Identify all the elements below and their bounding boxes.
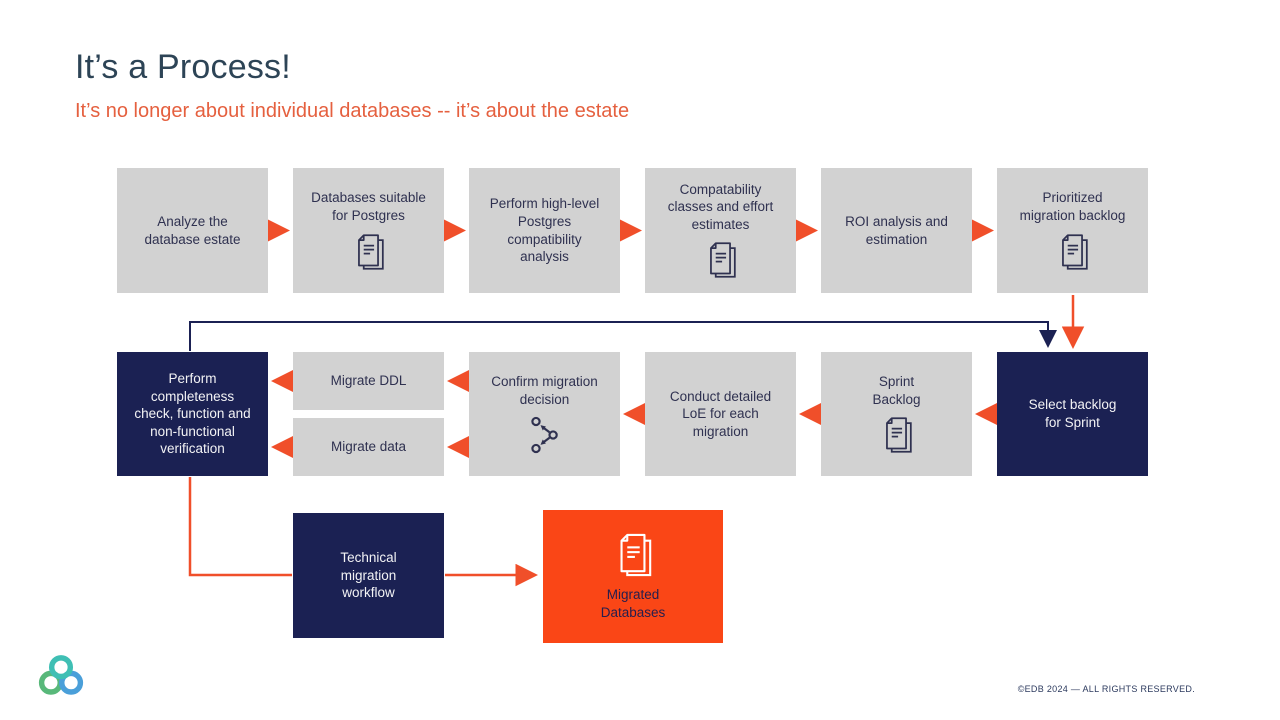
step-technical-workflow: Technical migration workflow bbox=[293, 513, 444, 638]
step-sprint-backlog: Sprint Backlog bbox=[821, 352, 972, 476]
document-stack-icon bbox=[1055, 232, 1090, 272]
step-databases-suitable: Databases suitable for Postgres bbox=[293, 168, 444, 293]
decision-split-icon bbox=[527, 415, 563, 455]
step-completeness-verification: Perform completeness check, function and… bbox=[117, 352, 268, 476]
step-compatibility-analysis: Perform high-level Postgres compatibilit… bbox=[469, 168, 620, 293]
document-stack-icon bbox=[612, 531, 654, 579]
step-label: Sprint Backlog bbox=[872, 373, 921, 407]
step-migrate-data: Migrate data bbox=[293, 418, 444, 476]
step-detailed-loe: Conduct detailed LoE for each migration bbox=[645, 352, 796, 476]
step-migrated-databases: Migrated Databases bbox=[543, 510, 723, 643]
step-label: ROI analysis and estimation bbox=[845, 213, 948, 247]
step-label: Conduct detailed LoE for each migration bbox=[669, 388, 772, 439]
step-label: Perform high-level Postgres compatibilit… bbox=[489, 196, 600, 265]
edb-knot-logo bbox=[36, 654, 86, 699]
step-label: Technical migration workflow bbox=[340, 550, 397, 601]
step-prioritized-backlog: Prioritized migration backlog bbox=[997, 168, 1148, 293]
step-label: Migrate DDL bbox=[330, 373, 407, 389]
step-confirm-migration: Confirm migration decision bbox=[469, 352, 620, 476]
step-label: Compatability classes and effort estimat… bbox=[667, 181, 774, 232]
document-stack-icon bbox=[351, 232, 386, 272]
step-label: Migrate data bbox=[330, 439, 407, 455]
step-label: Select backlog for Sprint bbox=[1028, 397, 1117, 430]
step-label: Confirm migration decision bbox=[491, 373, 598, 407]
step-label: Perform completeness check, function and… bbox=[134, 371, 251, 457]
step-label: Databases suitable for Postgres bbox=[311, 190, 426, 223]
step-label: Analyze the database estate bbox=[144, 213, 241, 247]
step-label: Migrated Databases bbox=[600, 587, 666, 620]
step-compatibility-classes: Compatability classes and effort estimat… bbox=[645, 168, 796, 293]
slide-title: It’s a Process! bbox=[75, 48, 291, 86]
step-select-backlog: Select backlog for Sprint bbox=[997, 352, 1148, 476]
step-roi-analysis: ROI analysis and estimation bbox=[821, 168, 972, 293]
copyright-text: ©EDB 2024 — ALL RIGHTS RESERVED. bbox=[1017, 684, 1195, 694]
step-migrate-ddl: Migrate DDL bbox=[293, 352, 444, 410]
slide-subtitle: It’s no longer about individual database… bbox=[75, 100, 630, 122]
step-analyze-estate: Analyze the database estate bbox=[117, 168, 268, 293]
step-label: Prioritized migration backlog bbox=[1019, 190, 1126, 223]
document-stack-icon bbox=[879, 415, 914, 455]
document-stack-icon bbox=[703, 240, 738, 280]
